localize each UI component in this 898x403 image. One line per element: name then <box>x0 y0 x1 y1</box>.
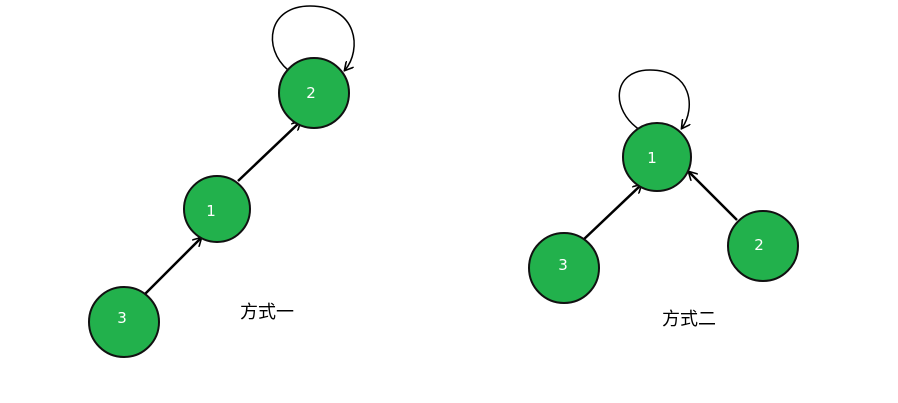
edge-1-to-2 <box>237 122 300 182</box>
diagram-caption: 方式一 <box>240 302 294 323</box>
node-label: 1 <box>206 202 216 220</box>
node-label: 3 <box>117 309 127 327</box>
edge-2-to-1 <box>689 172 738 221</box>
node-label: 3 <box>558 256 568 274</box>
diagram-method-two: 1 3 2 方式二 <box>528 69 799 330</box>
graph-node: 3 <box>88 286 160 358</box>
graph-node: 3 <box>528 232 600 304</box>
graph-node: 2 <box>278 57 350 129</box>
graph-node: 2 <box>727 210 799 282</box>
node-label: 2 <box>306 84 316 102</box>
graph-node: 1 <box>622 122 692 192</box>
edge-3-to-1 <box>581 185 641 242</box>
graph-node: 1 <box>183 175 251 243</box>
diagram-caption: 方式二 <box>662 309 716 330</box>
self-loop-node-2 <box>271 5 355 70</box>
edge-3-to-1 <box>142 238 201 297</box>
node-label: 1 <box>647 149 657 167</box>
diagram-method-one: 2 1 3 方式一 <box>88 5 355 358</box>
self-loop-node-1 <box>618 69 689 131</box>
node-label: 2 <box>754 236 764 254</box>
